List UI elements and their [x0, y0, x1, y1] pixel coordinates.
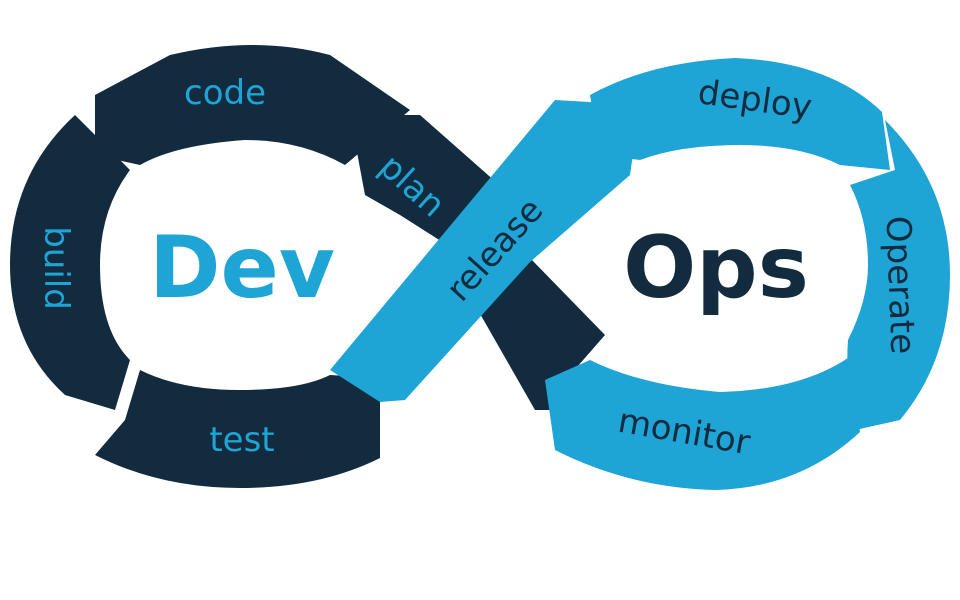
stage-label-operate: Operate: [878, 215, 923, 355]
ops-segment-operate: [847, 120, 950, 430]
stage-label-code: code: [184, 73, 266, 113]
dev-loop: [10, 45, 605, 488]
dev-segment-code: [95, 45, 410, 165]
dev-segment-build: [10, 115, 130, 410]
ops-segment-release: [330, 100, 640, 402]
stage-label-test: test: [209, 420, 274, 460]
title-ops: Ops: [623, 218, 809, 318]
dev-segment-test: [95, 370, 380, 488]
ops-loop: [330, 58, 950, 490]
ops-segment-deploy: [590, 58, 890, 170]
ops-segment-monitor: [545, 358, 860, 490]
title-dev: Dev: [149, 218, 335, 318]
stage-label-build: build: [36, 226, 76, 310]
